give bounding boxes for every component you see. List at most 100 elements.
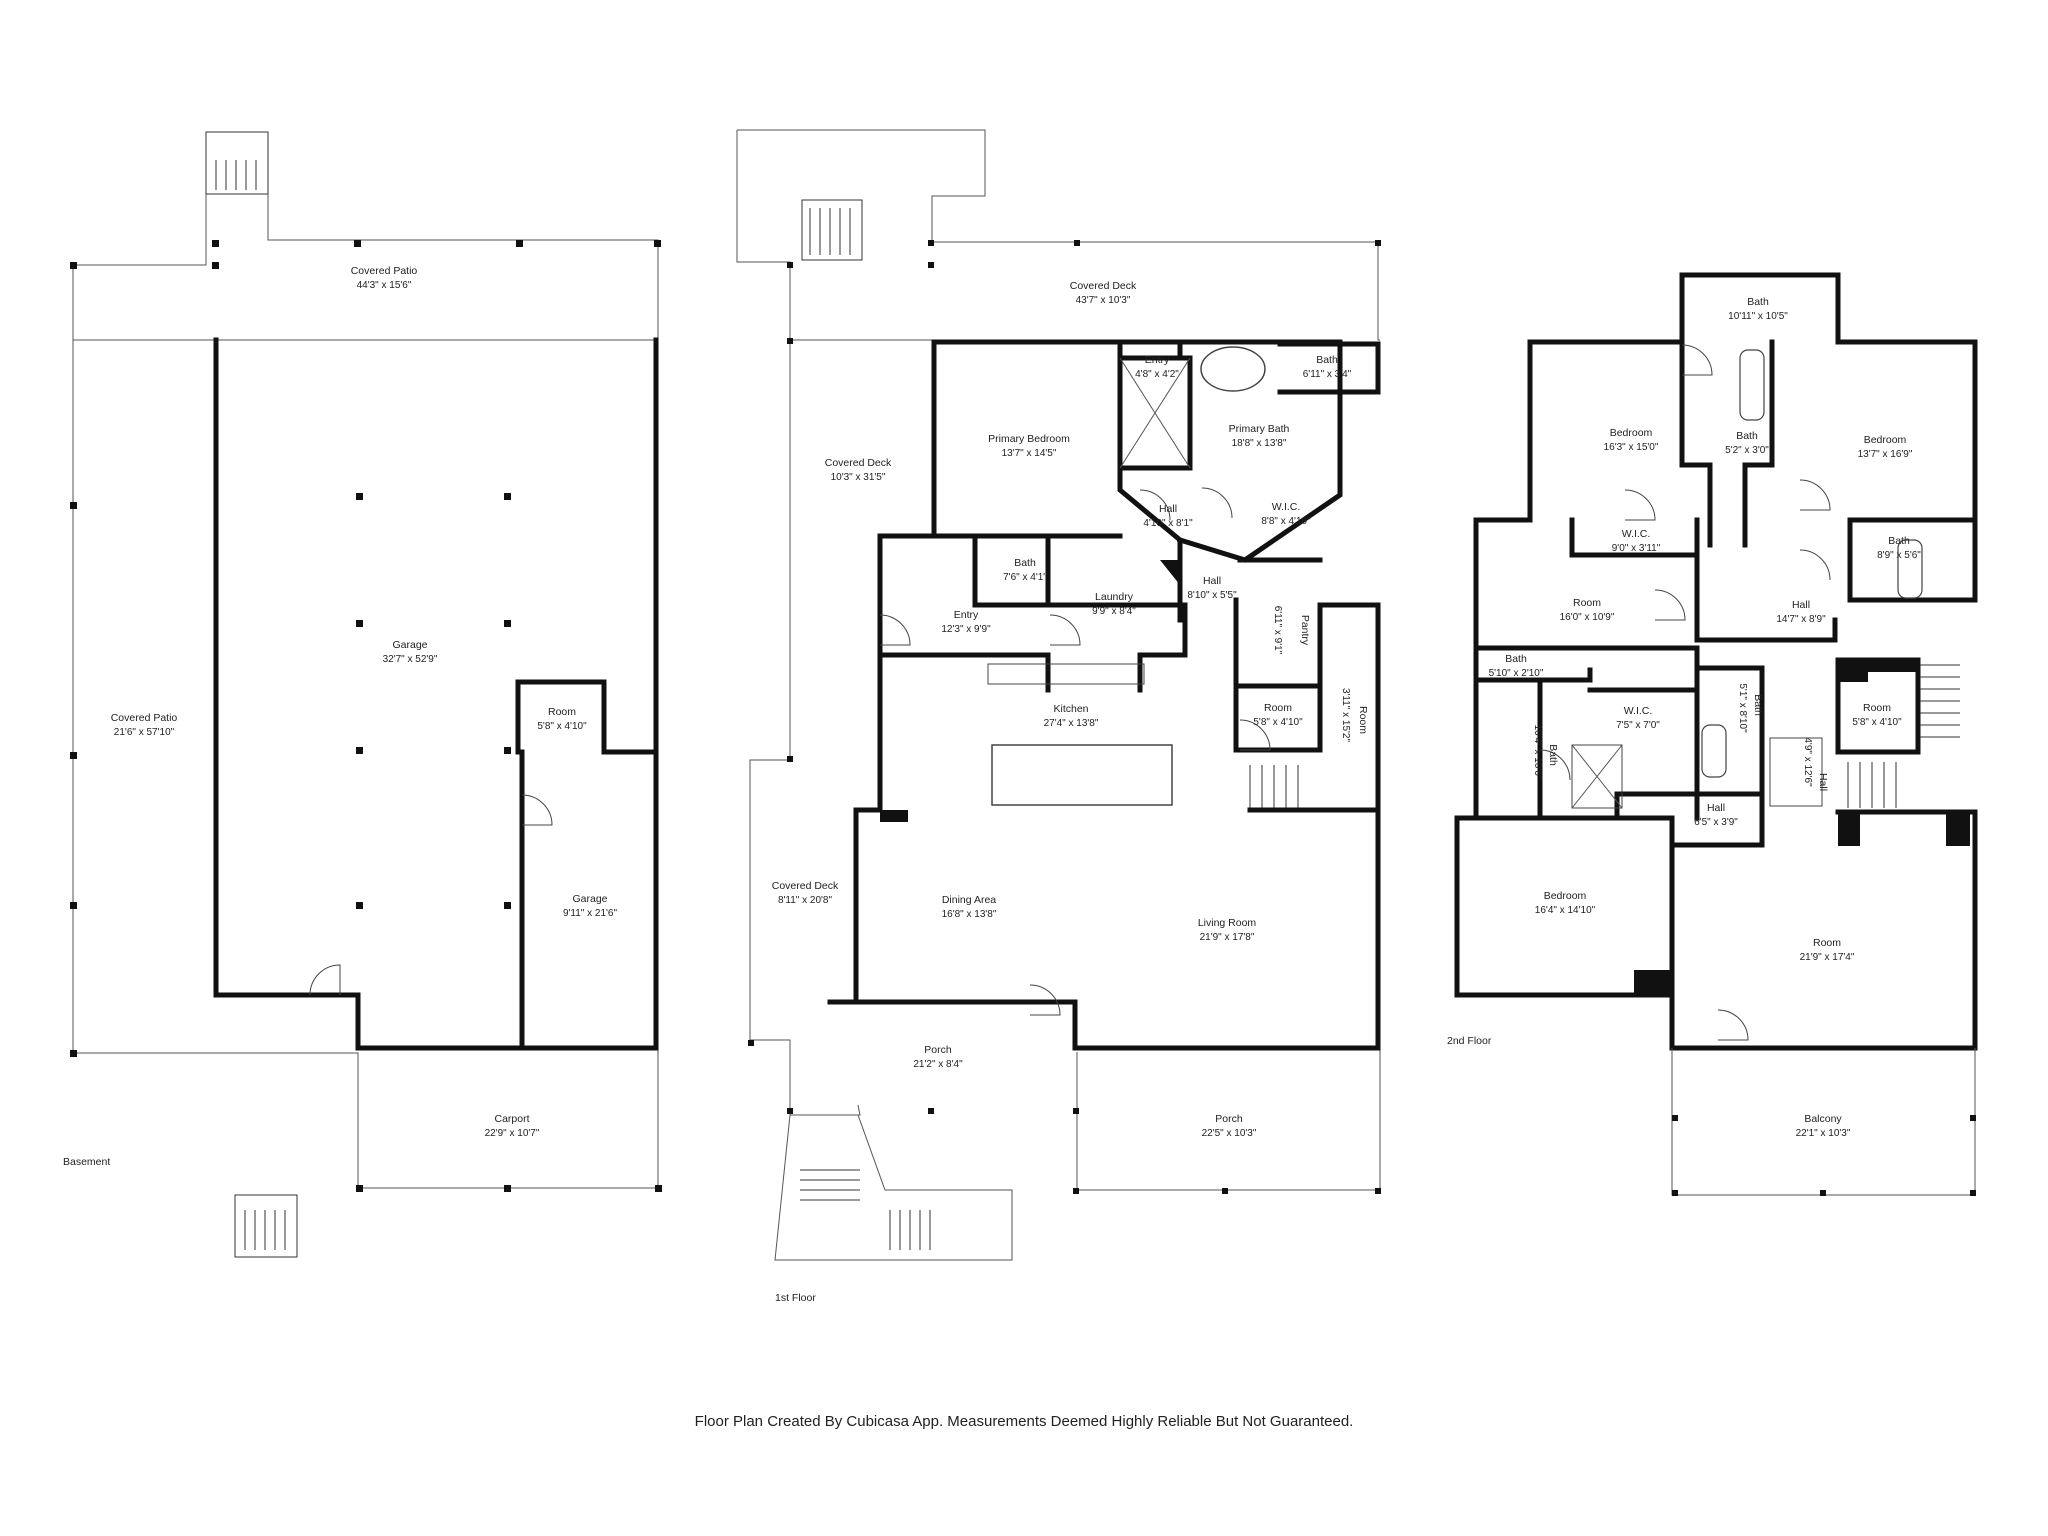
room-dim: 7'6" x 4'1" — [1003, 572, 1047, 583]
basement-stair-bottom — [234, 1194, 298, 1258]
dining-door-swing — [1029, 984, 1061, 1016]
front-stair-outline — [774, 1114, 1013, 1261]
room-dim: 8'11" x 20'8" — [778, 895, 833, 906]
room-dim: 8'9" x 5'6" — [1877, 550, 1921, 561]
second-floor-stairs — [1847, 664, 1960, 808]
room-label: Room — [1863, 702, 1891, 714]
room-dim: 16'0" x 10'9" — [1560, 612, 1615, 623]
shower-x-2 — [1571, 744, 1623, 809]
room-label: Covered Patio — [111, 712, 178, 724]
first-floor-stairs — [800, 199, 1299, 1250]
room-dim: 16'3" x 15'0" — [1604, 442, 1659, 453]
room-label: Bedroom — [1544, 890, 1587, 902]
shower-box-2 — [1571, 744, 1623, 809]
first-floor-plan: Covered Deck 43'7" x 10'3" Entry 4'8" x … — [736, 129, 1381, 1304]
door-swing-2 — [1799, 549, 1831, 581]
room-label: Bath — [1752, 694, 1764, 716]
room-label: Garage — [392, 639, 427, 651]
bathtub-2 — [1739, 349, 1765, 421]
shower-x — [1119, 357, 1191, 469]
room-label: Entry — [1145, 354, 1170, 366]
room-label: Room — [1573, 597, 1601, 609]
room-dim: 12'3" x 9'9" — [941, 624, 991, 635]
room-dim: 7'5" x 7'0" — [1616, 720, 1660, 731]
second-floor-plan: Bath 10'11" x 10'5" Bedroom 16'3" x 15'0… — [1447, 272, 1978, 1196]
bath-small-walls-2 — [1473, 645, 1593, 683]
room-dim: 16'8" x 13'8" — [942, 909, 997, 920]
room-label: Living Room — [1198, 917, 1257, 929]
room-label: Covered Deck — [1070, 280, 1137, 292]
kitchen-island — [991, 744, 1173, 806]
room-label: Entry — [954, 609, 979, 621]
door-swing-2 — [1799, 479, 1831, 511]
room-label: Garage — [572, 893, 607, 905]
room-label: Hall — [1792, 599, 1810, 611]
room-dim: 9'11" x 21'6" — [563, 908, 618, 919]
room-dim: 32'7" x 52'9" — [383, 654, 438, 665]
room-dim: 10'4" x 10'6" — [1532, 725, 1543, 780]
room-dim: 21'9" x 17'8" — [1200, 932, 1255, 943]
door-swing-2 — [1539, 749, 1571, 781]
room-label: Covered Deck — [825, 457, 892, 469]
room-label: W.I.C. — [1272, 501, 1301, 513]
room-dim: 18'8" x 13'8" — [1232, 438, 1287, 449]
room-dim: 5'8" x 4'10" — [1253, 717, 1303, 728]
room-label: Hall — [1707, 802, 1725, 814]
room-dim: 9'9" x 8'4" — [1092, 606, 1136, 617]
garage-walls — [213, 337, 659, 1051]
first-floor-posts — [748, 240, 1381, 1194]
room-label: Covered Deck — [772, 880, 839, 892]
room-label: Room — [1813, 937, 1841, 949]
room-dim: 8'8" x 4'10" — [1261, 516, 1311, 527]
room-label: Laundry — [1095, 591, 1134, 603]
floor-label-basement: Basement — [63, 1156, 110, 1168]
west-walls-2 — [1473, 339, 1533, 643]
room-dim: 21'9" x 17'4" — [1800, 952, 1855, 963]
room-label: W.I.C. — [1624, 705, 1653, 717]
east-room-walls — [1247, 602, 1381, 813]
room-label: Hall — [1159, 503, 1177, 515]
room-dim: 5'8" x 4'10" — [1852, 717, 1902, 728]
room-label: Primary Bedroom — [988, 433, 1070, 445]
room-dim: 5'2" x 3'0" — [1725, 445, 1769, 456]
entry-south-wall — [877, 652, 1051, 693]
room-dim: 27'4" x 13'8" — [1044, 718, 1099, 729]
room-dim: 4'10" x 8'1" — [1143, 518, 1193, 529]
room-dim: 6'11" x 3'4" — [1303, 369, 1352, 380]
floor-label-1st: 1st Floor — [775, 1292, 816, 1304]
shower-2 — [1769, 737, 1823, 807]
bathtub-4 — [1701, 724, 1727, 778]
bath-laundry-walls — [972, 537, 1188, 693]
room-dim: 10'11" x 10'5" — [1728, 311, 1788, 322]
door-swing-2 — [1654, 589, 1686, 621]
hall-small-walls-2 — [1669, 791, 1765, 848]
door-swing-2 — [1681, 344, 1713, 376]
room-dim: 16'4" x 14'10" — [1535, 905, 1596, 916]
deck-outline-left — [736, 130, 861, 1116]
second-floor-blocks — [1634, 660, 1970, 996]
room-label: Bedroom — [1610, 427, 1653, 439]
room-label: Carport — [494, 1113, 529, 1125]
room-dim: 13'7" x 14'5" — [1002, 448, 1057, 459]
bath-walls-2c — [1847, 517, 1978, 603]
room-label: Bath — [1888, 535, 1910, 547]
bath-walls-2 — [1679, 339, 1713, 548]
room-dim: 3'11" x 15'2" — [1340, 688, 1351, 743]
room-label: Covered Patio — [351, 265, 418, 277]
room-dim: 14'7" x 8'9" — [1776, 614, 1826, 625]
room-dim: 6'5" x 3'9" — [1694, 817, 1738, 828]
deck-outline — [737, 129, 1380, 341]
wall-block — [880, 810, 908, 822]
bath-walls-2b — [1742, 339, 1775, 548]
footer-disclaimer: Floor Plan Created By Cubicasa App. Meas… — [694, 1413, 1354, 1430]
room-label: Porch — [1215, 1113, 1243, 1125]
room-label: Hall — [1817, 773, 1829, 791]
wic-door-swing — [1201, 487, 1233, 519]
room-label: Bath — [1014, 557, 1036, 569]
room-dim: 22'1" x 10'3" — [1796, 1128, 1851, 1139]
room-label: Hall — [1203, 575, 1221, 587]
room-label: Bath — [1736, 430, 1758, 442]
small-room-walls — [515, 679, 659, 755]
hall-door-swing — [1139, 489, 1171, 521]
room-label: Bath — [1547, 744, 1559, 766]
